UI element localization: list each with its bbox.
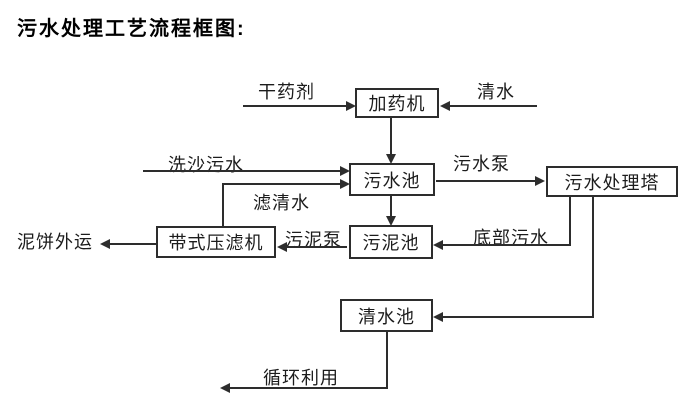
arrow-right-icon	[340, 166, 350, 176]
edge-label-sewage-pump: 污水泵	[453, 154, 510, 174]
node-sewage-pool: 污水池	[349, 163, 435, 196]
edge-label-sand-washing-sewage: 洗沙污水	[168, 155, 244, 175]
edge-line-bottom-sewage-drop	[569, 197, 571, 246]
edge-line-recycle	[229, 387, 388, 389]
node-treatment-tower: 污水处理塔	[546, 166, 678, 197]
edge-label-sludge-pump: 污泥泵	[285, 230, 342, 250]
edge-label-dry-chemical: 干药剂	[258, 82, 315, 102]
edge-label-recycle-use: 循环利用	[263, 368, 339, 388]
node-sludge-pool: 污泥池	[349, 225, 433, 259]
edge-label-bottom-sewage: 底部污水	[473, 228, 549, 248]
arrow-right-icon	[346, 101, 356, 111]
edge-line-sewage-to-sludge	[390, 196, 392, 217]
edge-line-sludge-pump	[286, 246, 347, 248]
arrow-down-icon	[386, 154, 396, 164]
edge-line-clean-water	[450, 105, 537, 107]
arrow-left-icon	[277, 242, 287, 252]
edge-line-tower-to-clean-drop	[592, 197, 594, 318]
node-belt-filter-press: 带式压滤机	[156, 226, 276, 258]
edge-label-clean-water: 清水	[477, 82, 515, 102]
arrow-right-icon	[535, 176, 545, 186]
arrow-right-icon	[340, 179, 350, 189]
arrow-left-icon	[433, 240, 443, 250]
arrow-left-icon	[100, 239, 110, 249]
edge-line-mud-cake-out	[109, 243, 156, 245]
edge-line-bottom-sewage	[442, 244, 571, 246]
diagram-title: 污水处理工艺流程框图:	[17, 18, 246, 40]
edge-line-tower-to-clean	[442, 316, 594, 318]
edge-label-filtered-water: 滤清水	[253, 193, 310, 213]
edge-line-recycle-drop	[386, 332, 388, 389]
arrow-left-icon	[440, 101, 450, 111]
edge-line-dry-chemical	[243, 105, 347, 107]
node-clean-water-pool: 清水池	[340, 299, 433, 332]
edge-line-filtered-water-riser	[222, 183, 224, 226]
edge-line-dosing-to-sewage	[390, 118, 392, 156]
edge-line-filtered-water	[222, 183, 341, 185]
arrow-left-icon	[433, 312, 443, 322]
edge-line-sand-washing-sewage	[143, 170, 341, 172]
arrow-left-icon	[220, 383, 230, 393]
arrow-down-icon	[386, 216, 396, 226]
edge-label-mud-cake-out: 泥饼外运	[17, 232, 93, 252]
node-dosing-machine: 加药机	[355, 88, 439, 118]
edge-line-sewage-pump	[436, 180, 536, 182]
